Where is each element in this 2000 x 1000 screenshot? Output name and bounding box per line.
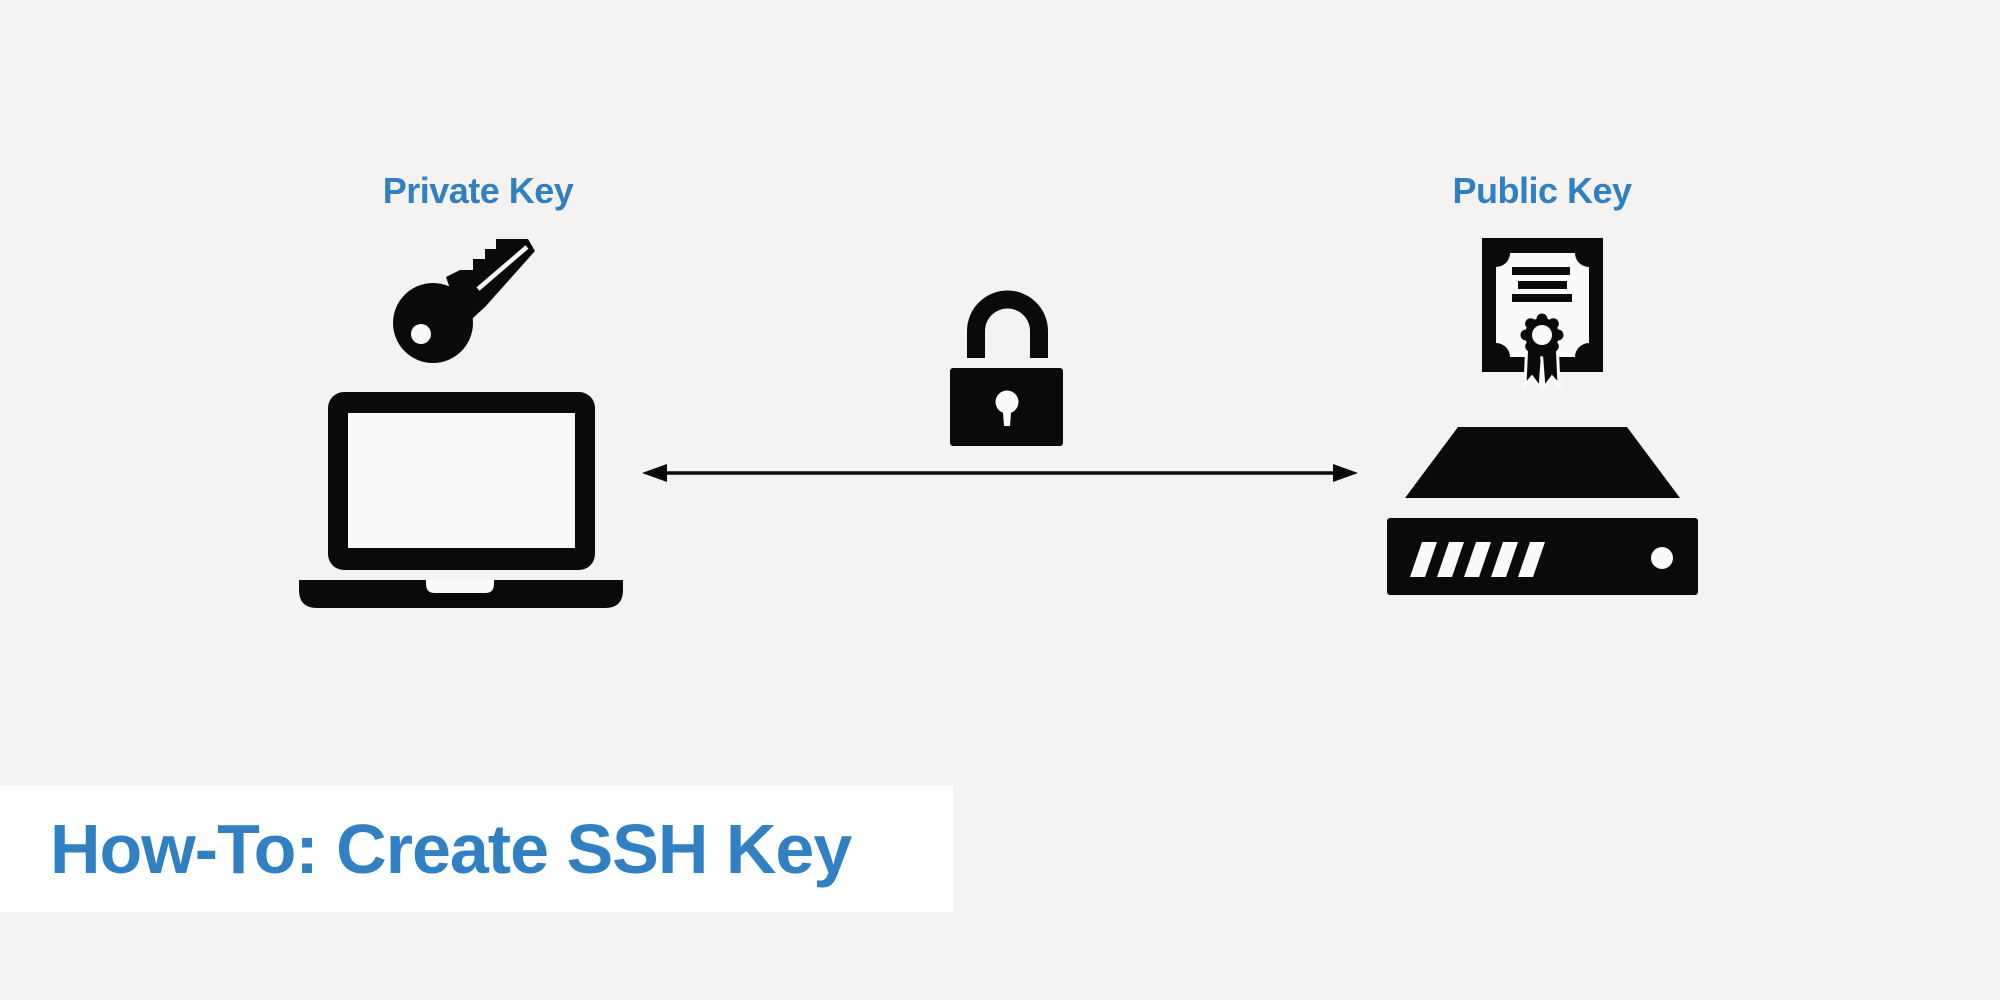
laptop-icon: [299, 392, 624, 608]
page-title: How-To: Create SSH Key: [50, 810, 852, 888]
key-icon: [388, 232, 538, 367]
certificate-icon: [1480, 236, 1605, 394]
server-icon: [1387, 427, 1698, 595]
double-headed-arrow-icon: [640, 460, 1360, 486]
private-key-label: Private Key: [382, 170, 574, 211]
title-banner: How-To: Create SSH Key: [0, 786, 953, 912]
padlock-icon: [950, 290, 1063, 447]
public-key-label: Public Key: [1452, 170, 1632, 211]
